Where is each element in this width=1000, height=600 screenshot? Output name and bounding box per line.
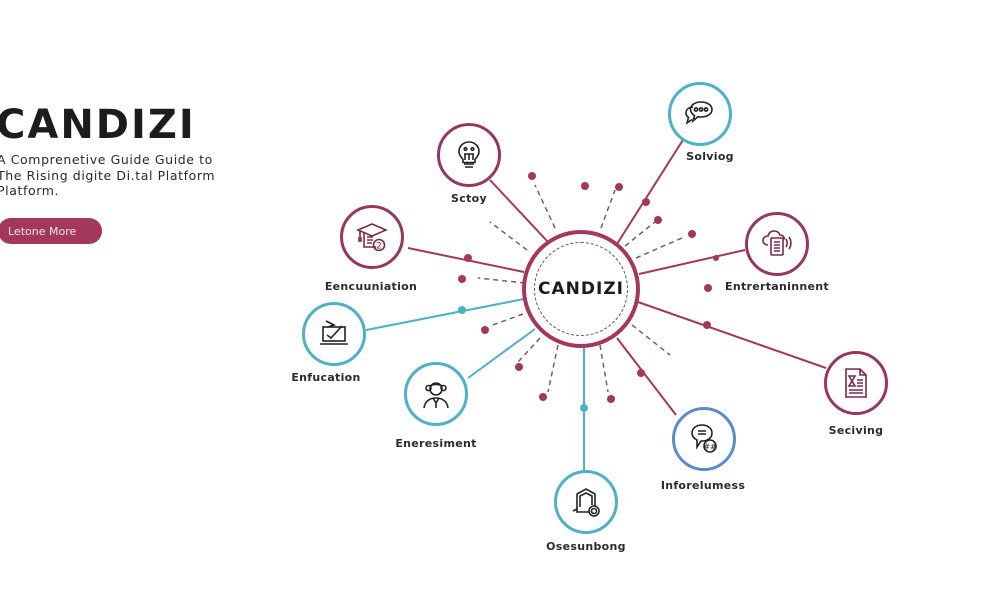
node-label: Osesunbong	[546, 540, 626, 553]
hub-label: CANDIZI	[538, 279, 624, 299]
hub-node[interactable]: CANDIZI	[522, 230, 640, 348]
speech-bubble-icon: ##	[691, 424, 717, 453]
hero-title: CANDIZI	[0, 102, 196, 148]
node-eneresiment[interactable]	[404, 362, 468, 426]
node-osesunbong[interactable]	[554, 470, 618, 534]
node-sctoy[interactable]	[437, 123, 501, 187]
person-icon	[423, 382, 449, 409]
node-label: Enfucation	[291, 371, 361, 384]
laptop-checkmark-icon	[320, 320, 348, 345]
node-solviog[interactable]	[668, 82, 732, 146]
node-entertainment[interactable]	[745, 212, 809, 276]
learn-more-button[interactable]: Letone More	[0, 218, 102, 244]
building-icon	[572, 488, 600, 517]
node-enfucation[interactable]	[302, 302, 366, 366]
node-eencuuniation[interactable]: 2	[340, 205, 404, 269]
hub-dashed-ring	[534, 242, 628, 336]
svg-text:##: ##	[703, 443, 717, 452]
node-label: Inforelumess	[660, 479, 746, 492]
graduation-cap-icon: 2	[355, 223, 389, 252]
cloud-document-icon	[762, 230, 792, 256]
node-label: Solviog	[686, 150, 734, 163]
node-label: Sctoy	[451, 192, 487, 205]
lightbulb-icon	[458, 141, 480, 168]
node-label: Seciving	[828, 424, 884, 437]
node-seciving[interactable]	[824, 351, 888, 415]
hero-subtitle: A Comprenetive Guide Guide to The Rising…	[0, 152, 216, 198]
node-label: Eencuuniation	[324, 280, 418, 293]
chat-bubbles-icon	[685, 101, 713, 125]
node-label: Entrertaninnent	[725, 280, 829, 293]
document-hourglass-icon	[845, 368, 867, 398]
node-inforelumess[interactable]: ##	[672, 407, 736, 471]
node-label: Eneresiment	[395, 437, 477, 450]
svg-text:2: 2	[376, 242, 382, 252]
